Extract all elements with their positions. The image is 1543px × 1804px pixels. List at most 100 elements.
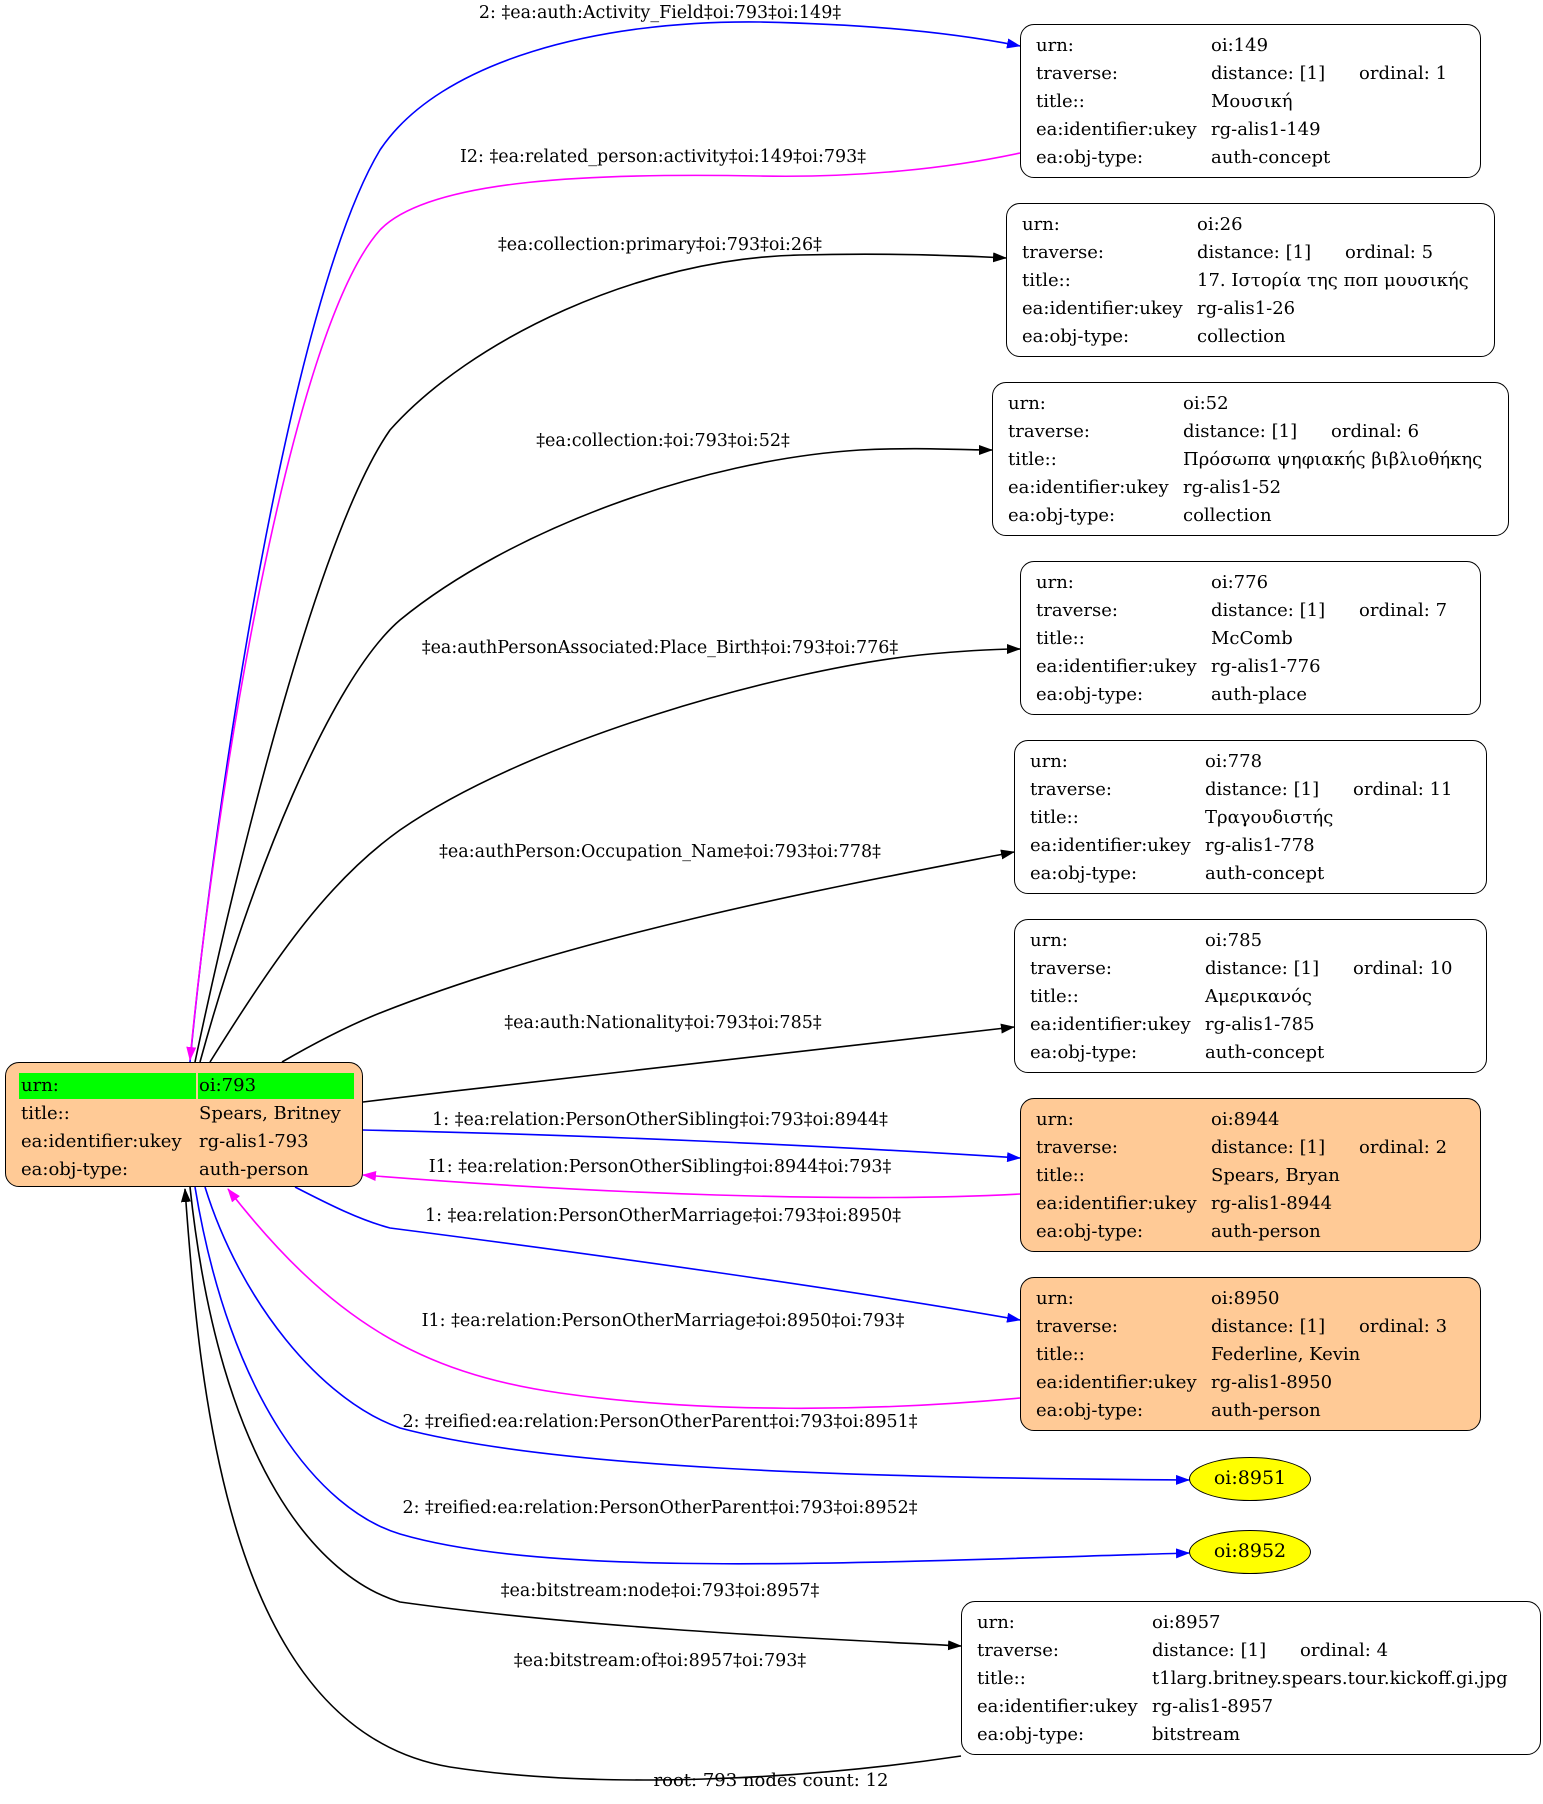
node-oi-149[interactable]: urn:oi:149 traverse:distance: [1]ordinal… bbox=[1020, 24, 1481, 178]
node-urn-value: oi:776 bbox=[1211, 572, 1269, 593]
node-ukey-key: ea:identifier:ukey bbox=[1036, 1193, 1197, 1214]
node-urn-key: urn: bbox=[1022, 214, 1060, 235]
node-title-value: McComb bbox=[1211, 628, 1293, 649]
node-objtype-key: ea:obj-type: bbox=[1036, 1221, 1144, 1242]
node-oi-785[interactable]: urn:oi:785 traverse:distance: [1]ordinal… bbox=[1014, 919, 1487, 1073]
node-urn-key: urn: bbox=[1036, 35, 1074, 56]
node-ordinal: ordinal: 1 bbox=[1359, 63, 1448, 84]
ellipse-node-oi-8951[interactable]: oi:8951 bbox=[1189, 1457, 1311, 1501]
node-oi-778[interactable]: urn:oi:778 traverse:distance: [1]ordinal… bbox=[1014, 740, 1487, 894]
edge-path-1 bbox=[186, 152, 1021, 1061]
edge-label: ‡ea:collection:primary‡oi:793‡oi:26‡ bbox=[498, 235, 822, 255]
node-ordinal: ordinal: 5 bbox=[1345, 242, 1434, 263]
node-objtype-value: auth-person bbox=[1211, 1221, 1321, 1242]
node-ukey-key: ea:identifier:ukey bbox=[977, 1696, 1138, 1717]
node-objtype-key: ea:obj-type: bbox=[1036, 147, 1144, 168]
node-ukey-key: ea:identifier:ukey bbox=[1036, 119, 1197, 140]
edge-path-11 bbox=[204, 1186, 1190, 1485]
root-ukey-value: rg-alis1-793 bbox=[199, 1131, 309, 1152]
node-urn-value: oi:8944 bbox=[1211, 1109, 1280, 1130]
edge-label: I1: ‡ea:relation:PersonOtherMarriage‡oi:… bbox=[421, 1311, 905, 1331]
node-ukey-value: rg-alis1-785 bbox=[1205, 1014, 1315, 1035]
root-title-value: Spears, Britney bbox=[199, 1103, 341, 1124]
node-title-value: Τραγουδιστής bbox=[1205, 807, 1334, 828]
node-traverse-key: traverse: bbox=[1022, 242, 1104, 263]
edge-label: ‡ea:authPersonAssociated:Place_Birth‡oi:… bbox=[421, 638, 899, 658]
edge-label: I2: ‡ea:related_person:activity‡oi:149‡o… bbox=[459, 147, 867, 167]
edge-path-10 bbox=[227, 1188, 1021, 1410]
node-oi-8950[interactable]: urn:oi:8950 traverse:distance: [1]ordina… bbox=[1020, 1277, 1481, 1431]
node-objtype-value: auth-concept bbox=[1205, 1042, 1325, 1063]
edge-path-8 bbox=[362, 1171, 1021, 1199]
node-objtype-value: auth-concept bbox=[1205, 863, 1325, 884]
node-objtype-value: auth-concept bbox=[1211, 147, 1331, 168]
node-ordinal: ordinal: 11 bbox=[1353, 779, 1453, 800]
node-ukey-value: rg-alis1-776 bbox=[1211, 656, 1321, 677]
node-oi-8944[interactable]: urn:oi:8944 traverse:distance: [1]ordina… bbox=[1020, 1098, 1481, 1252]
node-title-value: Spears, Bryan bbox=[1211, 1165, 1340, 1186]
edge-path-0 bbox=[189, 21, 1021, 1063]
node-ukey-key: ea:identifier:ukey bbox=[1008, 477, 1169, 498]
node-distance: distance: [1] bbox=[1205, 779, 1320, 800]
node-urn-value: oi:26 bbox=[1197, 214, 1243, 235]
node-distance: distance: [1] bbox=[1205, 958, 1320, 979]
node-oi-776[interactable]: urn:oi:776 traverse:distance: [1]ordinal… bbox=[1020, 561, 1481, 715]
node-title-value: Αμερικανός bbox=[1205, 986, 1312, 1007]
node-oi-8957[interactable]: urn:oi:8957 traverse:distance: [1]ordina… bbox=[961, 1601, 1541, 1755]
node-oi-52[interactable]: urn:oi:52 traverse:distance: [1]ordinal:… bbox=[992, 382, 1509, 536]
edge-label: 1: ‡ea:relation:PersonOtherSibling‡oi:79… bbox=[432, 1110, 888, 1130]
root-objtype-value: auth-person bbox=[199, 1159, 309, 1180]
root-title-key: title:: bbox=[21, 1103, 70, 1124]
node-urn-value: oi:8950 bbox=[1211, 1288, 1280, 1309]
node-objtype-key: ea:obj-type: bbox=[1030, 1042, 1138, 1063]
node-title-key: title:: bbox=[1036, 1165, 1085, 1186]
node-title-value: Μουσική bbox=[1211, 91, 1293, 112]
edge-label: I1: ‡ea:relation:PersonOtherSibling‡oi:8… bbox=[428, 1157, 892, 1177]
root-urn-highlight-key bbox=[19, 1073, 196, 1099]
node-distance: distance: [1] bbox=[1183, 421, 1298, 442]
node-objtype-key: ea:obj-type: bbox=[977, 1724, 1085, 1745]
node-traverse-key: traverse: bbox=[1036, 600, 1118, 621]
edge-label: ‡ea:authPerson:Occupation_Name‡oi:793‡oi… bbox=[439, 842, 881, 862]
node-ordinal: ordinal: 3 bbox=[1359, 1316, 1448, 1337]
node-ukey-key: ea:identifier:ukey bbox=[1036, 1372, 1197, 1393]
ellipse-label: oi:8952 bbox=[1213, 1540, 1287, 1562]
edge-path-13 bbox=[189, 1186, 962, 1651]
node-urn-value: oi:149 bbox=[1211, 35, 1269, 56]
node-title-key: title:: bbox=[1036, 1344, 1085, 1365]
node-title-key: title:: bbox=[1036, 91, 1085, 112]
node-distance: distance: [1] bbox=[1197, 242, 1312, 263]
node-title-value: t1larg.britney.spears.tour.kickoff.gi.jp… bbox=[1152, 1668, 1508, 1689]
edge-path-6 bbox=[362, 1023, 1015, 1103]
node-objtype-key: ea:obj-type: bbox=[1030, 863, 1138, 884]
edge-label: 2: ‡ea:auth:Activity_Field‡oi:793‡oi:149… bbox=[478, 3, 842, 23]
node-title-key: title:: bbox=[1030, 986, 1079, 1007]
node-title-value: Πρόσωπα ψηφιακής βιβλιοθήκης bbox=[1183, 449, 1483, 470]
node-objtype-value: auth-place bbox=[1211, 684, 1307, 705]
node-urn-value: oi:778 bbox=[1205, 751, 1263, 772]
node-ordinal: ordinal: 6 bbox=[1331, 421, 1420, 442]
edge-label: 2: ‡reified:ea:relation:PersonOtherParen… bbox=[402, 1412, 918, 1432]
ellipse-node-oi-8952[interactable]: oi:8952 bbox=[1189, 1530, 1311, 1574]
node-oi-26[interactable]: urn: oi:26 traverse: distance: [1] ordinal:… bbox=[1006, 203, 1495, 357]
node-ukey-value: rg-alis1-52 bbox=[1183, 477, 1282, 498]
node-ukey-value: rg-alis1-8950 bbox=[1211, 1372, 1333, 1393]
node-ukey-value: rg-alis1-8957 bbox=[1152, 1696, 1274, 1717]
node-ukey-value: rg-alis1-8944 bbox=[1211, 1193, 1333, 1214]
node-urn-value: oi:8957 bbox=[1152, 1612, 1221, 1633]
node-traverse-key: traverse: bbox=[1008, 421, 1090, 442]
root-node[interactable]: urn: oi:793 title:: Spears, Britney ea:i… bbox=[5, 1062, 363, 1187]
node-title-key: title:: bbox=[1030, 807, 1079, 828]
node-traverse-key: traverse: bbox=[1036, 63, 1118, 84]
node-objtype-value: collection bbox=[1197, 326, 1286, 347]
node-ukey-key: ea:identifier:ukey bbox=[1036, 656, 1197, 677]
root-urn-value: oi:793 bbox=[199, 1075, 257, 1096]
node-distance: distance: [1] bbox=[1211, 1316, 1326, 1337]
edge-path-7 bbox=[362, 1129, 1021, 1163]
graph-footer: root: 793 nodes count: 12 bbox=[653, 1770, 889, 1791]
ellipse-label: oi:8951 bbox=[1213, 1467, 1287, 1489]
root-ukey-key: ea:identifier:ukey bbox=[21, 1131, 182, 1152]
node-objtype-value: auth-person bbox=[1211, 1400, 1321, 1421]
